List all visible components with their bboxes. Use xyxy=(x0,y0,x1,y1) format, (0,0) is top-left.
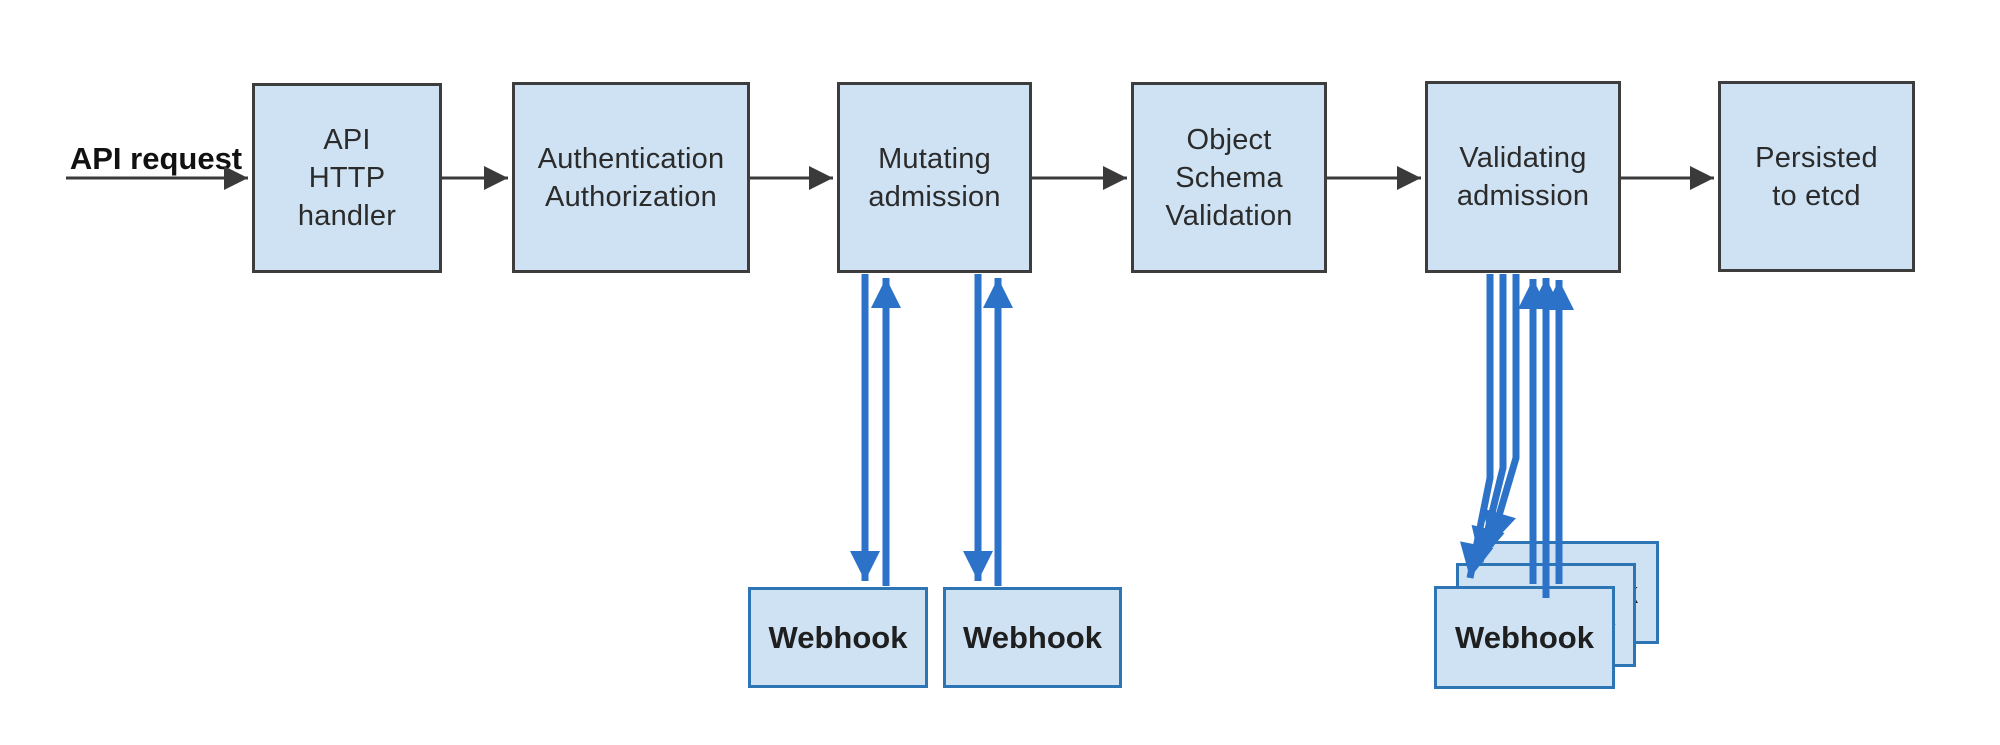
node-label: Persisted to etcd xyxy=(1755,141,1878,212)
webhook-label: Webhook xyxy=(1455,619,1594,655)
webhook-label: Webhook xyxy=(768,619,908,655)
node-label: Validating admission xyxy=(1456,142,1590,212)
node-label: Object Schema Validation xyxy=(1165,123,1293,232)
webhook-label: Webhook xyxy=(963,619,1102,655)
node-persisted-to-etcd: Persisted to etcd xyxy=(1718,81,1915,272)
mutating-webhook-2: Webhook xyxy=(943,587,1122,688)
node-validating-admission: Validating admission xyxy=(1425,81,1621,273)
node-authentication-authorization: Authentication Authorization xyxy=(512,82,750,273)
validating-webhook-call-arrow-1 xyxy=(1459,274,1494,579)
node-api-http-handler: API HTTP handler xyxy=(252,83,442,273)
node-label: Authentication Authorization xyxy=(537,142,725,213)
node-mutating-admission: Mutating admission xyxy=(837,82,1032,273)
node-label: Mutating admission xyxy=(868,142,1001,213)
node-label: API HTTP handler xyxy=(297,124,397,232)
validating-webhook-stack-front: Webhook xyxy=(1434,586,1615,689)
node-object-schema-validation: Object Schema Validation xyxy=(1131,82,1327,273)
validating-webhook-call-arrow-3 xyxy=(1483,274,1520,547)
api-request-label: API request xyxy=(69,141,243,176)
validating-webhook-call-arrow-2 xyxy=(1471,274,1507,563)
mutating-webhook-1: Webhook xyxy=(748,587,928,688)
